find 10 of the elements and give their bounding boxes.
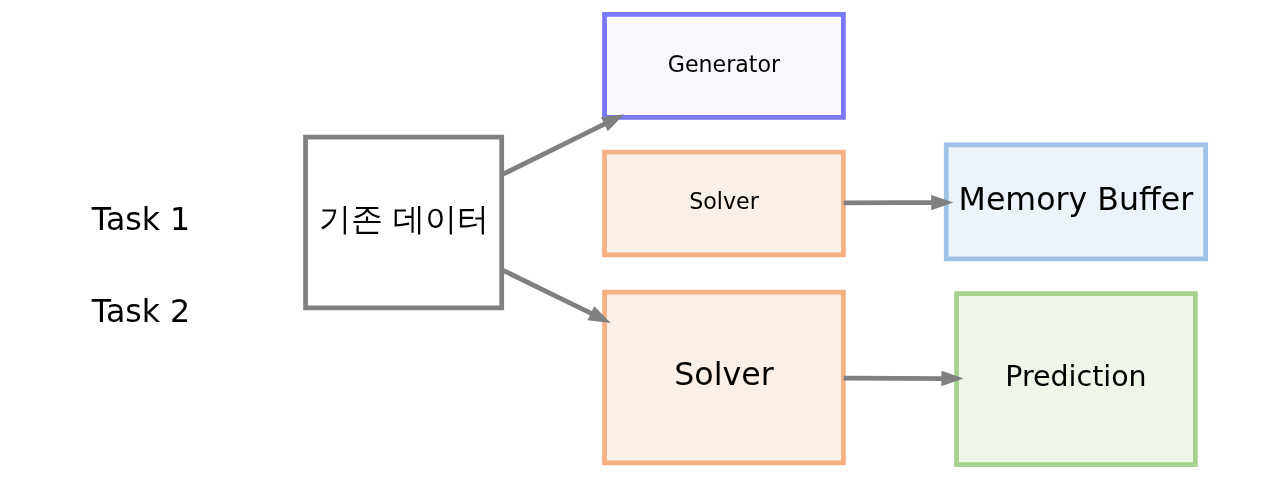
label: Task 1 [91, 201, 190, 238]
node-box: 기존 데이터 [302, 134, 504, 311]
label: Task 2 [91, 293, 190, 330]
node-box: Solver [601, 289, 846, 466]
node-box: Prediction [953, 291, 1198, 467]
arrow [843, 370, 964, 387]
node-box: Solver [601, 149, 846, 258]
node-box: Generator [601, 12, 846, 120]
arrow [843, 194, 953, 211]
node-box: Memory Buffer [943, 142, 1208, 262]
